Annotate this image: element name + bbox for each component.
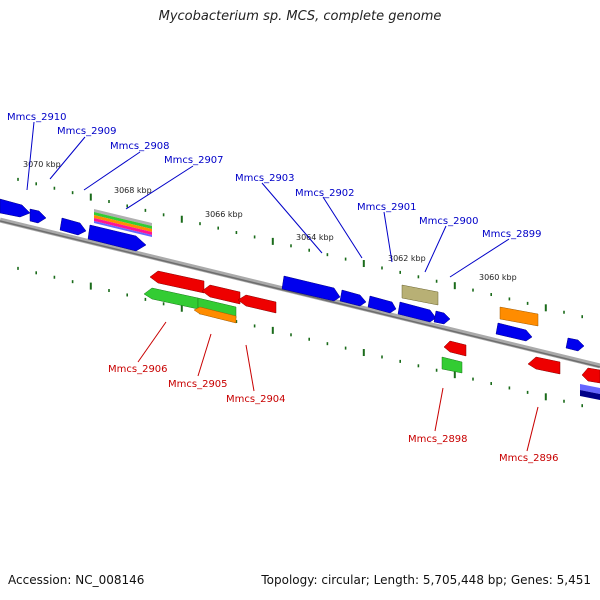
- scale-label: 3060 kbp: [479, 273, 517, 282]
- gene-label[interactable]: Mmcs_2903: [235, 173, 295, 184]
- gene-label[interactable]: Mmcs_2902: [295, 188, 355, 199]
- forward-leader-lines: [26, 121, 510, 278]
- gene-feature[interactable]: [580, 390, 600, 400]
- scale-label: 3066 kbp: [205, 210, 243, 219]
- gene-label[interactable]: Mmcs_2898: [408, 434, 468, 445]
- leader-line: [83, 151, 141, 191]
- forward-strand-track: [0, 198, 585, 352]
- leader-line: [245, 344, 255, 392]
- gene-label[interactable]: Mmcs_2906: [108, 364, 168, 375]
- gene-label[interactable]: Mmcs_2899: [482, 229, 542, 240]
- leader-line: [322, 196, 363, 259]
- gene-feature-stack[interactable]: [94, 215, 152, 232]
- accession-text: Accession: NC_008146: [8, 573, 145, 587]
- gene-feature[interactable]: [0, 198, 31, 218]
- gene-label[interactable]: Mmcs_2908: [110, 141, 170, 152]
- gene-feature[interactable]: [367, 295, 397, 314]
- leader-line: [26, 121, 35, 191]
- gene-feature[interactable]: [495, 322, 533, 342]
- gene-label[interactable]: Mmcs_2900: [419, 216, 479, 227]
- map-title: Mycobacterium sp. MCS, complete genome: [158, 9, 442, 24]
- gene-label[interactable]: Mmcs_2907: [164, 155, 224, 166]
- leader-line: [197, 333, 212, 377]
- gene-feature-stack[interactable]: [94, 221, 152, 237]
- leader-line: [261, 182, 323, 254]
- gene-label[interactable]: Mmcs_2909: [57, 126, 117, 137]
- reverse-strand-track: [143, 270, 600, 400]
- reverse-leader-lines: [137, 321, 539, 452]
- gene-feature-stack[interactable]: [94, 218, 152, 235]
- gene-feature-stack[interactable]: [94, 209, 152, 226]
- leader-line: [125, 165, 194, 210]
- outer-tick-track: [17, 177, 584, 319]
- leader-line: [449, 238, 510, 278]
- gene-feature[interactable]: [401, 284, 439, 306]
- gene-feature[interactable]: [339, 289, 367, 307]
- gene-feature[interactable]: [143, 287, 199, 310]
- gene-feature[interactable]: [443, 340, 467, 357]
- leader-line: [137, 321, 167, 363]
- gene-label[interactable]: Mmcs_2901: [357, 202, 417, 213]
- gene-feature[interactable]: [580, 384, 600, 394]
- gene-label[interactable]: Mmcs_2910: [7, 112, 67, 123]
- scale-label: 3062 kbp: [388, 254, 426, 263]
- gene-label[interactable]: Mmcs_2896: [499, 453, 559, 464]
- gene-feature[interactable]: [281, 275, 341, 302]
- gene-feature[interactable]: [29, 208, 47, 224]
- leader-line: [49, 136, 86, 180]
- gene-label[interactable]: Mmcs_2905: [168, 379, 228, 390]
- gene-feature[interactable]: [201, 284, 241, 305]
- scale-label: 3070 kbp: [23, 160, 61, 169]
- gene-feature[interactable]: [149, 270, 205, 294]
- gene-feature[interactable]: [397, 301, 437, 323]
- gene-feature[interactable]: [581, 367, 600, 384]
- gene-feature[interactable]: [441, 356, 463, 374]
- gene-feature[interactable]: [433, 310, 451, 325]
- gene-feature[interactable]: [237, 294, 277, 314]
- scale-label: 3064 kbp: [296, 233, 334, 242]
- gene-feature[interactable]: [565, 337, 585, 352]
- scale-label: 3068 kbp: [114, 186, 152, 195]
- gene-feature[interactable]: [499, 306, 539, 327]
- leader-line: [424, 225, 447, 273]
- leader-line: [434, 387, 444, 432]
- topology-stats-text: Topology: circular; Length: 5,705,448 bp…: [261, 573, 591, 587]
- gene-label[interactable]: Mmcs_2904: [226, 394, 286, 405]
- gene-feature[interactable]: [527, 356, 561, 375]
- gene-feature[interactable]: [87, 224, 147, 252]
- genome-backbone-shade: [0, 220, 600, 368]
- gene-feature[interactable]: [59, 217, 87, 236]
- leader-line: [526, 406, 539, 452]
- leader-line: [383, 211, 393, 263]
- gene-feature-stack[interactable]: [94, 212, 152, 229]
- gene-feature[interactable]: [193, 306, 237, 324]
